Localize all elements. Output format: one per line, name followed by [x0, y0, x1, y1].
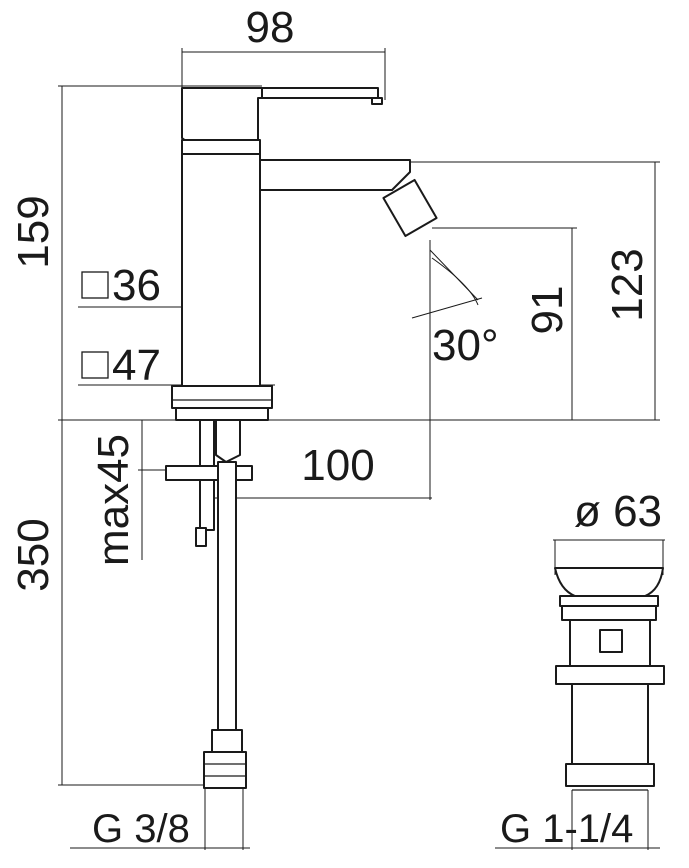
faucet-body	[171, 87, 438, 421]
label-outlet-height: 91	[523, 286, 572, 335]
label-waste-thread: G 1-1/4	[500, 807, 633, 851]
label-waste-diameter: ø 63	[574, 487, 662, 536]
label-base-to-outlet: 100	[301, 441, 374, 490]
label-body-size: 36	[81, 261, 161, 310]
square-symbol-icon	[81, 351, 109, 379]
label-hose-thread: G 3/8	[92, 807, 190, 851]
label-base-size: 47	[81, 341, 161, 390]
label-total-height: 159	[9, 195, 58, 268]
dimension-labels: 98 159 36 47 123 91 30° 100 max45 350 ø …	[9, 3, 662, 851]
label-base-size-value: 47	[112, 341, 161, 390]
label-jet-angle: 30°	[432, 321, 499, 370]
label-max-deck-thickness: max45	[89, 434, 138, 566]
label-body-size-value: 36	[112, 261, 161, 310]
waste-valve	[554, 567, 665, 791]
label-spout-reach: 98	[246, 3, 295, 52]
mounting-assembly	[165, 419, 253, 789]
square-symbol-icon	[81, 271, 109, 299]
label-spout-height: 123	[603, 248, 652, 321]
label-hose-length: 350	[9, 518, 58, 591]
